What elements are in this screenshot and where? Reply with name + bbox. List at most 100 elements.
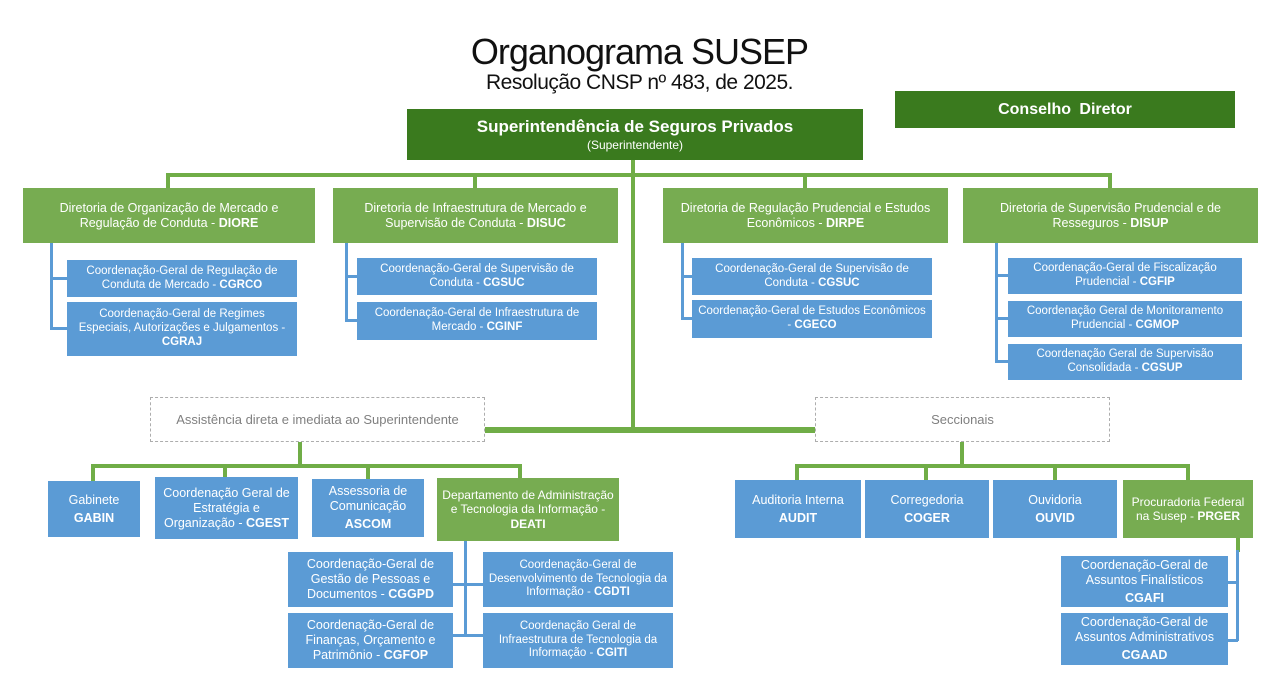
node-label: Coordenação-Geral de Regulação de Condut… [86,264,278,291]
connector [995,274,1008,277]
node-cgiti: Coordenação Geral de Infraestrutura de T… [483,613,673,668]
node-conselho-diretor: Conselho Diretor [895,91,1235,128]
node-label: Coordenação Geral de Supervisão Consolid… [1036,348,1214,374]
connector [1108,173,1112,188]
node-label: Coordenação Geral de Infraestrutura de T… [498,619,658,660]
page-subtitle: Resolução CNSP nº 483, de 2025. [486,70,794,94]
node-cgsuc-dirpe: Coordenação-Geral de Supervisão de Condu… [692,258,932,295]
connector [681,275,692,278]
node-label: Coordenação-Geral de Infraestrutura de M… [374,307,580,333]
connector [795,464,799,480]
node-label: Coordenação-Geral de Gestão de Pessoas e… [306,557,435,601]
connector [485,427,815,433]
connector [453,583,483,586]
node-label: Coordenação-Geral de Regimes Especiais, … [78,308,286,348]
node-deati: Departamento de Administração e Tecnolog… [437,478,619,541]
connector [995,317,1008,320]
node-cgsuc-disuc: Coordenação-Geral de Supervisão de Condu… [357,258,597,295]
group-label: Assistência direta e imediata ao Superin… [176,411,459,427]
connector [995,243,998,363]
node-dirpe: Diretoria de Regulação Prudencial e Estu… [663,188,948,243]
node-subtitle: (Superintendente) [586,138,684,152]
connector [166,173,170,188]
connector [631,160,635,175]
page-title: Organograma SUSEP [470,31,809,72]
connector [345,243,348,322]
node-cgdti: Coordenação-Geral de Desenvolvimento de … [483,552,673,607]
node-cgraj: Coordenação-Geral de Regimes Especiais, … [67,302,297,356]
node-label: Diretoria de Supervisão Prudencial e de … [1000,200,1221,230]
node-disup: Diretoria de Supervisão Prudencial e de … [963,188,1258,243]
node-cgeco: Coordenação-Geral de Estudos Econômicos … [692,300,932,338]
connector [995,360,1008,363]
node-disuc: Diretoria de Infraestrutura de Mercado e… [333,188,618,243]
node-label: Coordenação-Geral de Finanças, Orçamento… [305,618,436,662]
node-cgrco: Coordenação-Geral de Regulação de Condut… [67,260,297,297]
node-cgaad: Coordenação-Geral de Assuntos Administra… [1061,613,1228,665]
connector [91,464,95,481]
node-label: Coordenação-Geral de Fiscalização Pruden… [1033,262,1217,288]
node-label: Diretoria de Organização de Mercado e Re… [59,200,279,230]
connector [803,173,807,188]
connector [91,464,522,468]
connector [631,175,635,430]
node-cgfop: Coordenação-Geral de Finanças, Orçamento… [288,613,453,668]
node-label: Procuradoria Federal na Susep - PRGER [1131,494,1245,523]
node-label: Diretoria de Infraestrutura de Mercado e… [364,200,587,230]
node-cgsup: Coordenação Geral de Supervisão Consolid… [1008,344,1242,380]
connector [223,464,227,478]
connector [50,327,67,330]
connector [345,275,357,278]
connector [345,319,357,322]
connector [298,442,302,468]
connector [1236,550,1239,641]
node-label: Coordenação Geral de Monitoramento Prude… [1026,305,1224,331]
connector [1053,464,1057,480]
connector [518,464,522,478]
node-title: Superintendência de Seguros Privados [476,116,794,136]
node-cgfip: Coordenação-Geral de Fiscalização Pruden… [1008,258,1242,294]
node-label: Coordenação Geral de Estratégia e Organi… [163,485,290,530]
connector [924,464,928,480]
connector [795,464,1190,468]
connector [366,464,370,479]
node-label: Coordenação-Geral de Supervisão de Condu… [715,262,909,289]
connector [50,277,67,280]
node-cgafi: Coordenação-Geral de Assuntos Finalístic… [1061,556,1228,607]
node-cggpd: Coordenação-Geral de Gestão de Pessoas e… [288,552,453,607]
connector [1236,538,1240,552]
connector [453,634,483,637]
node-cgmop: Coordenação Geral de Monitoramento Prude… [1008,301,1242,337]
header: Organograma SUSEP Resolução CNSP nº 483,… [0,33,1279,95]
connector [1186,464,1190,480]
connector [1228,639,1238,642]
connector [681,243,684,320]
node-label: Coordenação-Geral de Desenvolvimento de … [488,558,668,599]
connector [166,173,1112,177]
node-label: Coordenação-Geral de Assuntos Finalístic… [1080,557,1209,605]
connector [960,442,964,468]
node-label: Diretoria de Regulação Prudencial e Estu… [680,200,931,230]
group-label: Seccionais [931,411,994,427]
connector [1228,581,1238,584]
node-prger: Procuradoria Federal na Susep - PRGER [1123,480,1253,538]
node-label: Conselho Diretor [998,100,1132,118]
node-label: Coordenação-Geral de Supervisão de Condu… [380,262,574,289]
node-label: Coordenação-Geral de Estudos Econômicos … [698,305,926,331]
node-diore: Diretoria de Organização de Mercado e Re… [23,188,315,243]
node-label: Departamento de Administração e Tecnolog… [442,487,614,531]
connector [464,541,467,636]
group-assistencia: Assistência direta e imediata ao Superin… [150,397,485,442]
connector [50,243,53,330]
